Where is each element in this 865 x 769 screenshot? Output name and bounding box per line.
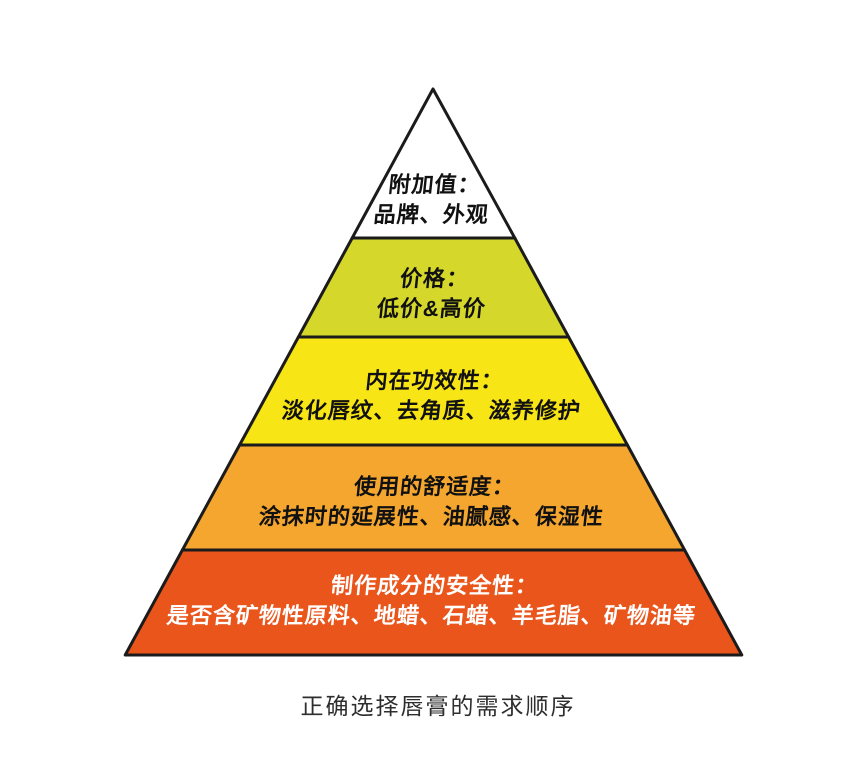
level-2-heading: 价格： (398, 266, 471, 291)
level-5-detail: 是否含矿物性原料、地蜡、石蜡、羊毛脂、矿物油等 (165, 603, 698, 628)
level-1-heading: 附加值： (387, 172, 482, 197)
pyramid-level-2-text: 价格： 低价&高价 (375, 264, 490, 324)
level-1-detail: 品牌、外观 (372, 202, 491, 227)
level-5-heading: 制作成分的安全性： (329, 573, 540, 598)
pyramid-level-1-text: 附加值： 品牌、外观 (372, 170, 493, 230)
level-3-detail: 淡化唇纹、去角质、滋养修护 (280, 398, 583, 423)
pyramid-level-5-shape (123, 548, 744, 657)
level-4-heading: 使用的舒适度： (352, 474, 517, 499)
pyramid-level-4-text: 使用的舒适度： 涂抹时的延展性、油腻感、保湿性 (257, 472, 608, 532)
level-2-detail: 低价&高价 (375, 296, 488, 321)
level-3-heading: 内在功效性： (364, 368, 505, 393)
diagram-caption: 正确选择唇膏的需求顺序 (300, 693, 576, 719)
pyramid-level-3-text: 内在功效性： 淡化唇纹、去角质、滋养修护 (280, 366, 585, 426)
level-4-detail: 涂抹时的延展性、油腻感、保湿性 (257, 504, 606, 529)
pyramid-level-5-text: 制作成分的安全性： 是否含矿物性原料、地蜡、石蜡、羊毛脂、矿物油等 (165, 571, 700, 631)
